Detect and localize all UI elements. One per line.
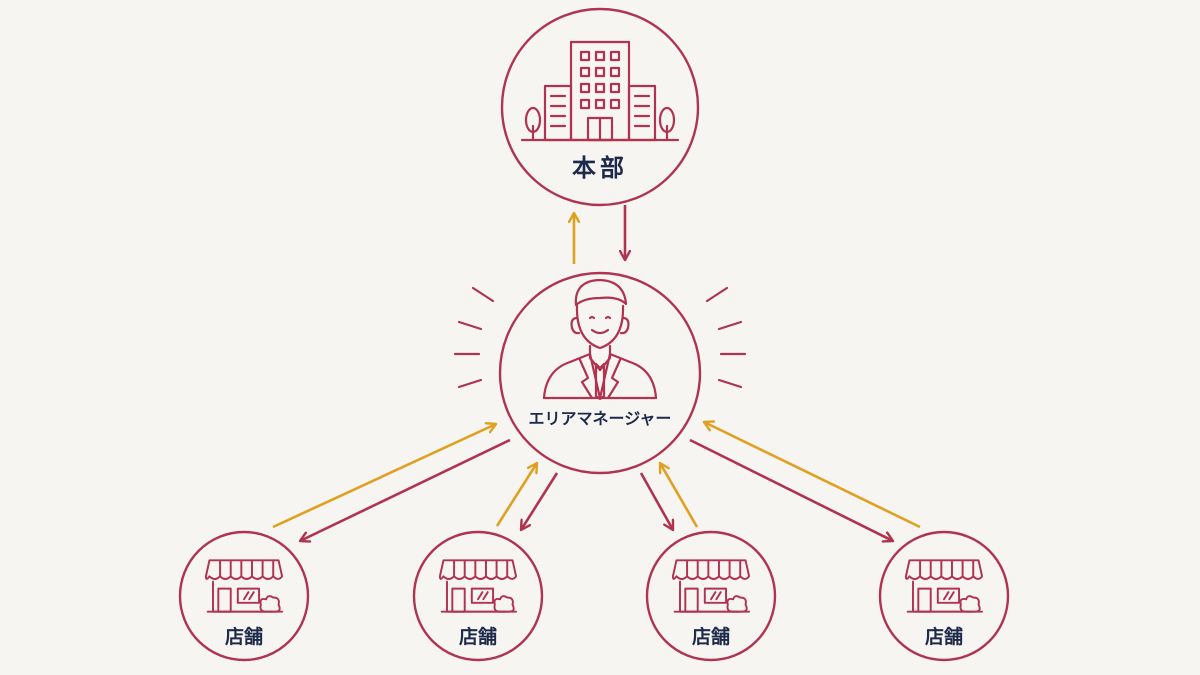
area-manager-label: エリアマネージャー [529, 409, 672, 428]
businessman-icon [542, 278, 658, 401]
store-label: 店舗 [459, 625, 497, 648]
building-icon [520, 40, 680, 142]
headquarters-label: 本部 [572, 154, 628, 182]
store-label: 店舗 [225, 625, 263, 648]
arrow-manager-to-store2 [521, 472, 559, 530]
store-node: 店舗 [412, 530, 544, 662]
arrow-store3-to-manager [660, 463, 699, 528]
arrow-store1-to-manager [272, 424, 496, 529]
arrow-manager-to-store1 [300, 438, 511, 541]
store-node: 店舗 [645, 530, 777, 662]
emphasis-rays [453, 286, 747, 389]
store-label: 店舗 [925, 625, 963, 648]
store-label: 店舗 [692, 625, 730, 648]
arrow-manager-to-store4 [689, 438, 893, 541]
headquarters-node: 本部 [500, 7, 700, 207]
store-node: 店舗 [178, 530, 310, 662]
store-node: 店舗 [878, 530, 1010, 662]
area-manager-node: エリアマネージャー [498, 271, 702, 475]
arrow-store2-to-manager [495, 463, 537, 527]
arrow-store4-to-manager [704, 422, 921, 529]
arrow-manager-to-store3 [639, 472, 673, 530]
